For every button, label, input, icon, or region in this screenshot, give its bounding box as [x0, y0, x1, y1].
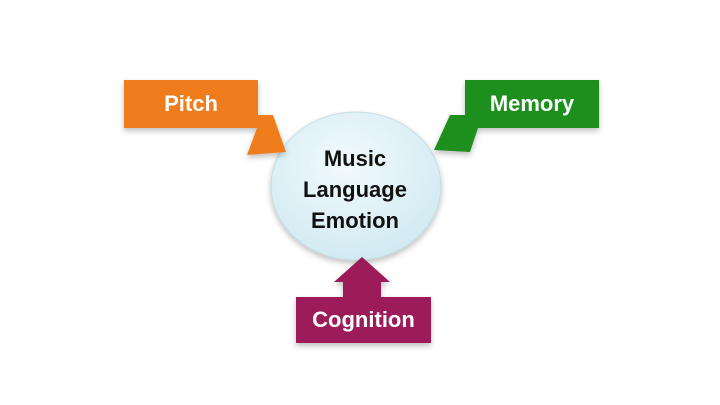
center-ellipse: [270, 111, 442, 261]
memory-callout-shape: [434, 80, 599, 152]
cognition-label: Cognition: [312, 307, 415, 332]
pitch-callout-shape: [124, 80, 286, 155]
cognition-callout-shape: [296, 257, 431, 343]
center-line-music: Music: [323, 146, 387, 171]
center-text: Music Language Emotion: [270, 143, 440, 236]
memory-label: Memory: [489, 91, 575, 116]
center-line-emotion: Emotion: [311, 208, 399, 233]
pitch-label: Pitch: [164, 91, 218, 116]
center-line-language: Language: [303, 177, 407, 202]
